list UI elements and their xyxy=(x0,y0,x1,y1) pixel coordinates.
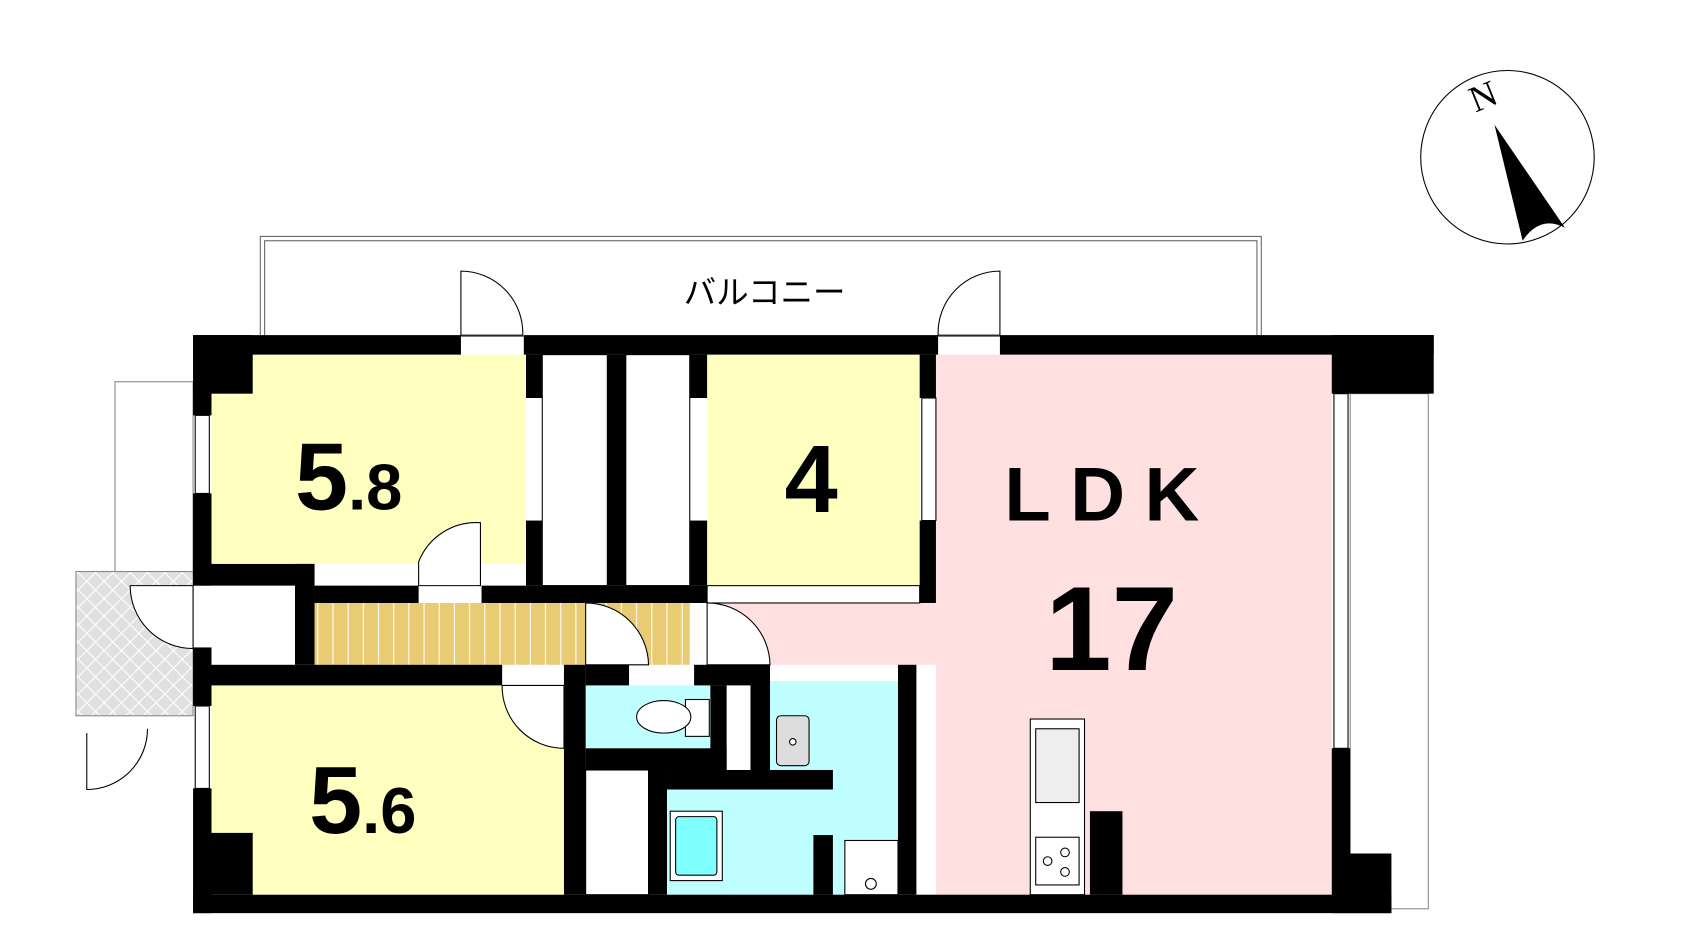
washing-machine-icon xyxy=(844,839,899,896)
side-balcony-left xyxy=(114,381,194,574)
ldk-label: LDK xyxy=(1004,453,1219,538)
windows xyxy=(194,393,1349,789)
ldk-size-17: 17 xyxy=(1045,563,1178,696)
western-room-3 xyxy=(211,685,564,895)
room-size-5-8: 5.8 xyxy=(295,425,402,531)
closet xyxy=(541,354,608,587)
gate-door xyxy=(86,728,149,791)
balcony: バルコニー xyxy=(259,235,1262,337)
room-size-5-6: 5.6 xyxy=(309,748,416,854)
kitchen-counter xyxy=(1029,718,1086,896)
bathtub-icon xyxy=(669,810,723,882)
washbasin-icon xyxy=(775,715,810,767)
north-compass-icon: N xyxy=(1420,69,1595,245)
closet xyxy=(625,354,691,587)
walls xyxy=(193,335,1434,914)
balcony-label: バルコニー xyxy=(684,274,846,312)
doors xyxy=(129,270,1001,749)
room-size-4: 4 xyxy=(785,427,838,533)
western-room-2 xyxy=(707,354,920,586)
closet xyxy=(585,769,650,896)
ldk-room xyxy=(935,354,1332,895)
toilet-icon xyxy=(636,698,710,737)
side-balcony-right xyxy=(1349,393,1429,910)
